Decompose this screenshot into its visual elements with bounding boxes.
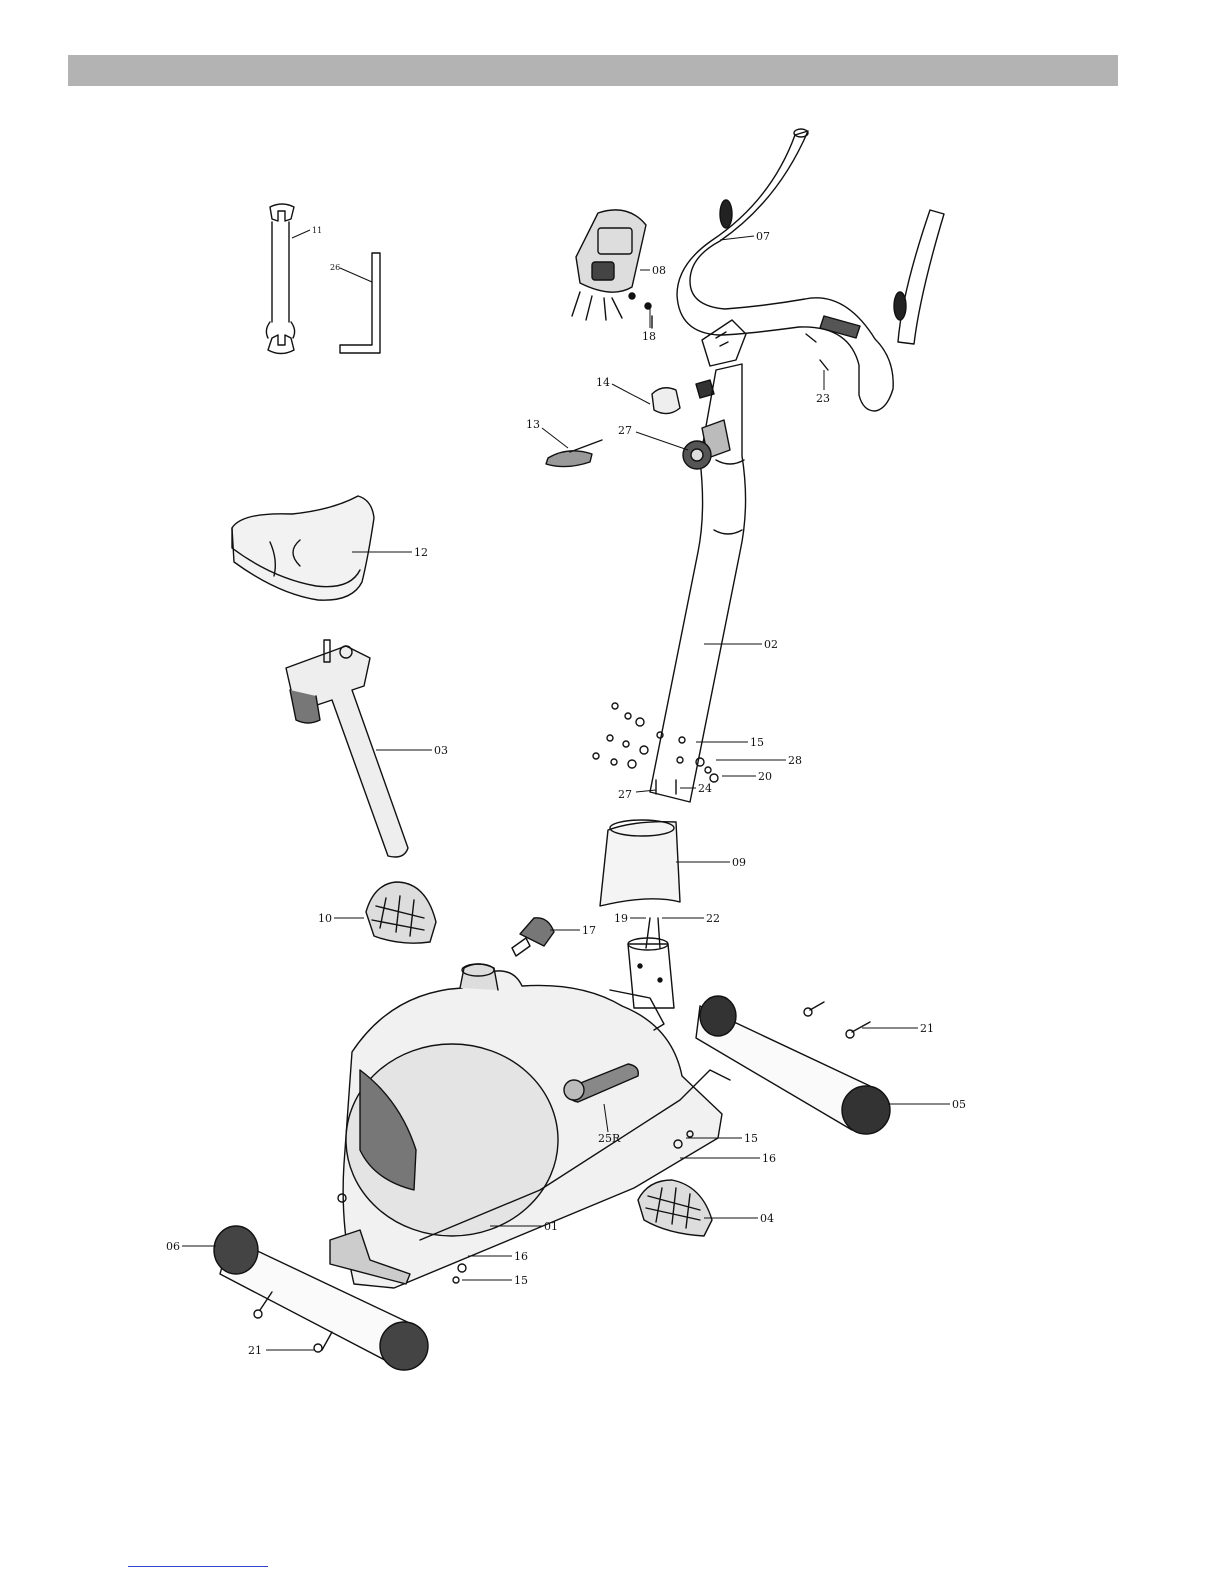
label-part-25r: 25R [598, 1132, 621, 1145]
label-part-21-left: 21 [248, 1344, 262, 1357]
label-part-23: 23 [816, 392, 830, 405]
label-part-15-lower: 15 [514, 1274, 528, 1287]
label-part-13: 13 [526, 418, 540, 431]
label-part-21-right: 21 [920, 1022, 934, 1035]
label-part-04: 04 [760, 1212, 774, 1225]
label-part-09: 09 [732, 856, 746, 869]
pedal-right-drawing [638, 1180, 712, 1236]
label-part-10: 10 [318, 912, 332, 925]
label-part-17: 17 [582, 924, 596, 937]
label-part-27-upper: 27 [618, 424, 632, 437]
bracket-plate-drawing [696, 320, 746, 398]
label-part-18: 18 [642, 330, 656, 343]
label-part-24: 24 [698, 782, 712, 795]
label-part-07: 07 [756, 230, 770, 243]
pin-knob-drawing [683, 420, 730, 469]
label-part-15-middle: 15 [744, 1132, 758, 1145]
label-part-16-lower: 16 [514, 1250, 528, 1263]
label-part-03: 03 [434, 744, 448, 757]
label-part-27-lower: 27 [618, 788, 632, 801]
handlebar-drawing [677, 129, 944, 411]
allen-key-drawing [340, 253, 380, 353]
upright-post-drawing [650, 364, 746, 802]
label-part-11: 11 [312, 226, 322, 235]
console-drawing [572, 210, 651, 320]
label-part-28: 28 [788, 754, 802, 767]
label-part-08: 08 [652, 264, 666, 277]
knob-bolt-drawing [546, 440, 602, 467]
post-cover-drawing [600, 820, 680, 906]
label-part-06: 06 [166, 1240, 180, 1253]
label-part-22: 22 [706, 912, 720, 925]
pedal-left-drawing [366, 882, 436, 943]
seat-post-drawing [286, 640, 408, 857]
bushing-drawing [652, 388, 680, 414]
label-part-14: 14 [596, 376, 610, 389]
label-part-02: 02 [764, 638, 778, 651]
label-part-01: 01 [544, 1220, 558, 1233]
label-part-16-upper: 16 [762, 1152, 776, 1165]
label-part-19: 19 [614, 912, 628, 925]
label-part-12: 12 [414, 546, 428, 559]
rear-stabilizer-drawing [696, 996, 890, 1134]
label-part-15-upper: 15 [750, 736, 764, 749]
label-part-20: 20 [758, 770, 772, 783]
label-part-26: 26 [330, 263, 340, 272]
seat-drawing [232, 496, 374, 600]
footer-rule [128, 1566, 268, 1567]
label-part-05: 05 [952, 1098, 966, 1111]
main-frame-drawing [330, 964, 730, 1288]
wrench-drawing [266, 204, 294, 354]
tension-knob-drawing [512, 918, 554, 956]
